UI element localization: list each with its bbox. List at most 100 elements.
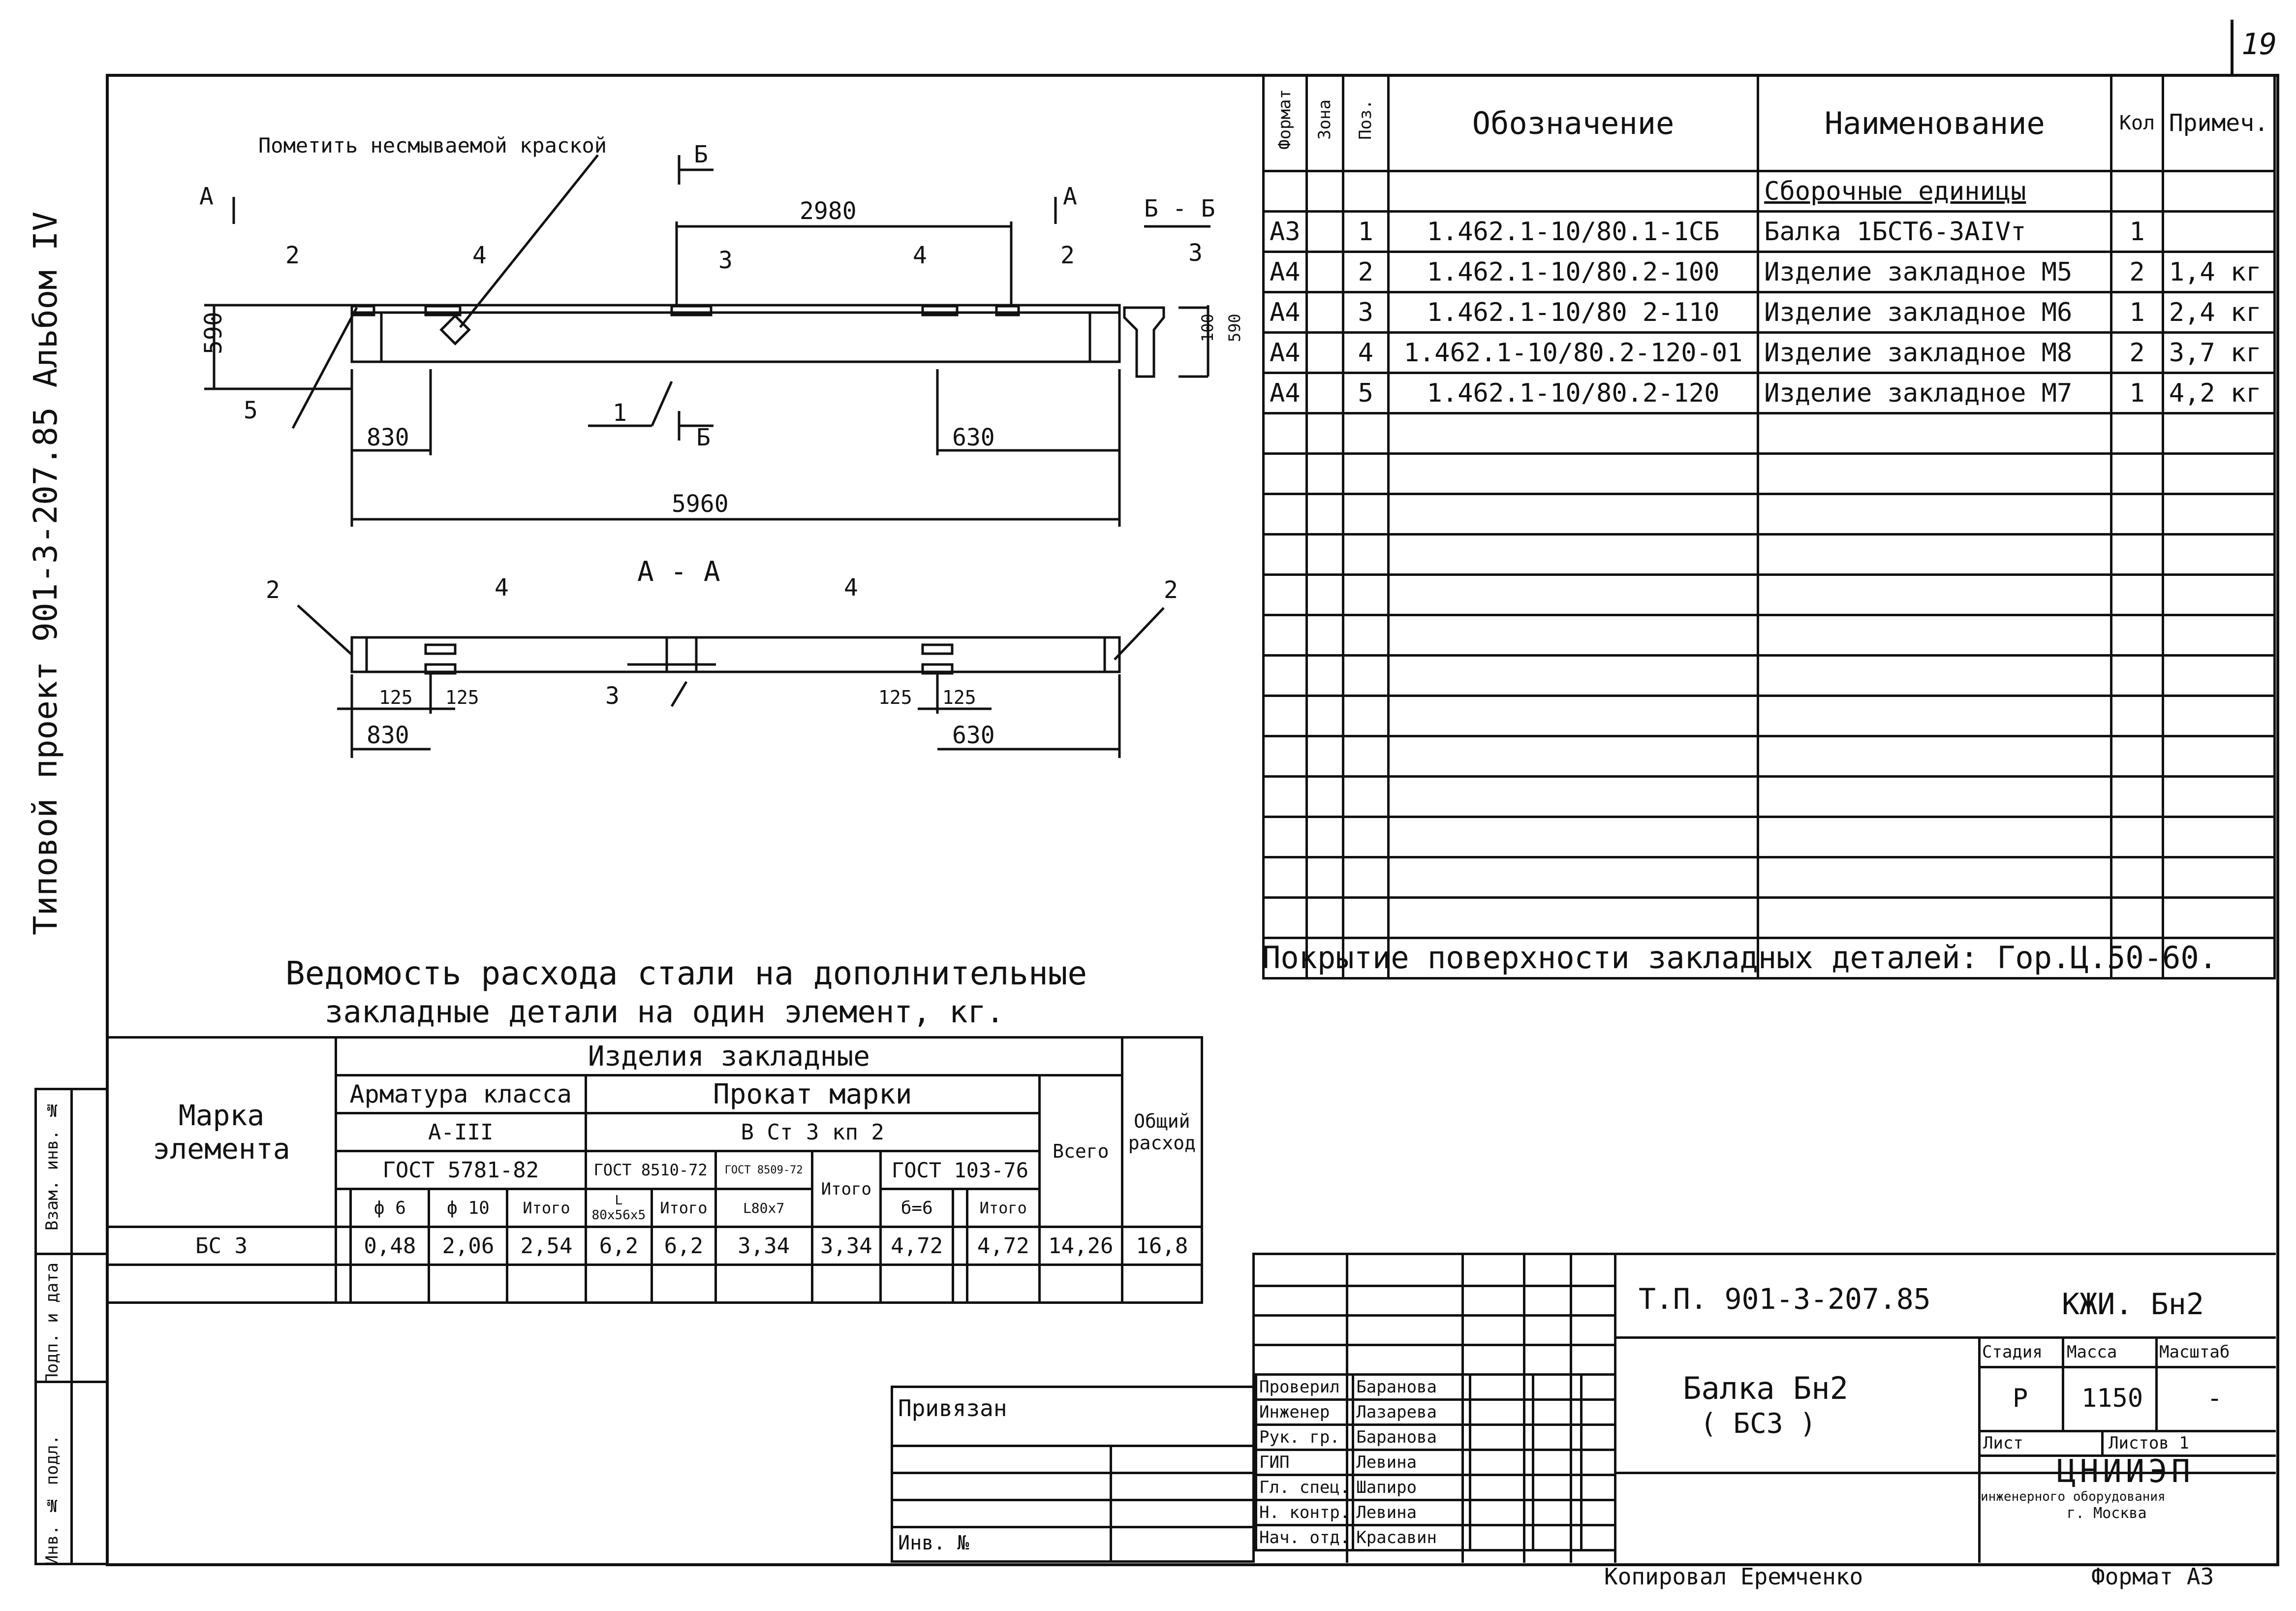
pos-4-right: 4 [913, 242, 927, 269]
bound-block: Привязан Инв. № [891, 1386, 1255, 1563]
table-row [1262, 937, 2276, 979]
table-row [1262, 533, 2276, 576]
side-caption: Типовой проект 901-3-207.85 Альбом IV [27, 211, 64, 935]
dim-630-plan: 630 [952, 722, 995, 749]
pos-1: 1 [613, 399, 627, 427]
scale-value: - [2207, 1384, 2223, 1413]
table-row: Рук. гр.Баранова [1254, 1423, 1616, 1451]
table-row [1262, 695, 2276, 737]
table-row: Гл. спец.Шапиро [1254, 1474, 1616, 1501]
pos-3-bb: 3 [1188, 239, 1203, 267]
sig-name: Красавин [1352, 1524, 1472, 1551]
beam-drawing: Пометить несмываемой краской А А Б Б Б -… [199, 133, 1244, 758]
hdr-overall: Общий расход [1120, 1036, 1204, 1228]
sec-a-right: А [1063, 183, 1077, 210]
sig-name: Баранова [1352, 1423, 1472, 1451]
cell-qty: 1 [2110, 372, 2164, 414]
sub-l80x56: L 80х56х5 [584, 1188, 653, 1228]
cell-designation: 1.462.1-10/80.1-1СБ [1387, 210, 1760, 253]
table-row: Сборочные единицы [1262, 170, 2276, 213]
pos-4-plan-left: 4 [495, 574, 509, 601]
pos-2-left: 2 [285, 242, 300, 269]
cell-qty: 2 [2110, 251, 2164, 293]
hdr-designation: Обозначение [1387, 74, 1760, 172]
sheets-label: Листов 1 [2109, 1433, 2189, 1453]
bound-label: Привязан [898, 1395, 1007, 1421]
sub-itogo-2: Итого [651, 1188, 717, 1228]
sheet-label: Лист [1983, 1433, 2023, 1453]
sig-name: Шапиро [1352, 1474, 1472, 1501]
sig-role: ГИП [1254, 1449, 1355, 1476]
table-row [106, 1264, 1204, 1304]
row-d10: 2,06 [428, 1226, 509, 1266]
cell-name: Изделие закладное М7 [1757, 372, 2113, 414]
cell-qty: 1 [2110, 291, 2164, 334]
sig-name: Левина [1352, 1499, 1472, 1526]
steel-title-1: Ведомость расхода стали на дополнительны… [285, 954, 1087, 992]
sig-role: Инженер [1254, 1398, 1355, 1426]
hdr-itogo-a: Итого [810, 1150, 882, 1228]
stamp-sign-date: Подп. и дата [42, 1263, 62, 1384]
org-name: ЦНИИЭП [2057, 1453, 2195, 1490]
cell-pos: 2 [1341, 251, 1390, 293]
cell-note [2161, 210, 2276, 253]
row-overall: 16,8 [1120, 1226, 1204, 1266]
cell-format: А4 [1262, 331, 1308, 374]
steel-title-2: закладные детали на один элемент, кг. [325, 994, 1005, 1030]
doc-code: Т.П. 901-3-207.85 [1639, 1282, 1931, 1316]
hdr-format: Формат [1275, 89, 1295, 150]
cell-note: 3,7 кг [2161, 331, 2276, 374]
sig-name: Баранова [1352, 1373, 1472, 1401]
hdr-name: Наименование [1757, 74, 2113, 172]
sec-b-top: Б [694, 141, 708, 168]
mass-value: 1150 [2081, 1384, 2143, 1413]
stamp-inv-orig: Инв. № подл. [42, 1435, 62, 1566]
steel-table: Марка элемента Изделия закладные Общий р… [106, 1036, 1204, 1304]
table-row [1262, 493, 2276, 536]
sig-role: Гл. спец. [1254, 1474, 1355, 1501]
pos-2-plan-right: 2 [1164, 576, 1178, 604]
sub-itogo-4: Итого [965, 1188, 1041, 1228]
sub-l80x7: L80х7 [714, 1188, 813, 1228]
hdr-pos: Поз. [1356, 99, 1376, 140]
coating-note: Покрытие поверхности закладных деталей: … [1262, 940, 2218, 976]
row-mark: БС 3 [106, 1226, 337, 1266]
gost-8510: ГОСТ 8510-72 [584, 1150, 717, 1190]
dim-125-b: 125 [445, 687, 479, 708]
page-number-box [2231, 20, 2278, 74]
drawing-note: Пометить несмываемой краской [258, 133, 607, 158]
cell-pos: 5 [1341, 372, 1390, 414]
dim-830-plan: 830 [367, 722, 409, 749]
drawing-subtitle: ( БС3 ) [1700, 1408, 1817, 1440]
specification-table: Формат Зона Поз. Обозначение Наименовани… [1262, 74, 2276, 979]
cell-designation: 1.462.1-10/80.2-100 [1387, 251, 1760, 293]
cell-format: А3 [1262, 210, 1308, 253]
section-title: Сборочные единицы [1757, 170, 2113, 213]
org-name-2: инженерного оборудования [1981, 1489, 2166, 1504]
pos-2-plan-left: 2 [266, 576, 280, 604]
armature-gost: ГОСТ 5781-82 [335, 1150, 587, 1190]
table-row: БС 3 0,48 2,06 2,54 6,2 6,2 3,34 3,34 4,… [106, 1226, 1204, 1266]
table-row [1262, 775, 2276, 818]
hdr-armature: Арматура класса [335, 1074, 587, 1114]
row-l80x7: 3,34 [714, 1226, 813, 1266]
cell-designation: 1.462.1-10/80 2-110 [1387, 291, 1760, 334]
sub-b6: б=6 [879, 1188, 955, 1228]
dim-100: 100 [1198, 314, 1217, 342]
table-row: А4 5 1.462.1-10/80.2-120 Изделие закладн… [1262, 372, 2276, 414]
pos-3: 3 [718, 247, 733, 274]
sub-d6: ф 6 [349, 1188, 431, 1228]
dim-630: 630 [952, 424, 995, 451]
row-itogo3: 3,34 [810, 1226, 882, 1266]
stage-label: Стадия [1982, 1342, 2043, 1362]
cell-format: А4 [1262, 372, 1308, 414]
table-row [1262, 614, 2276, 657]
row-total: 14,26 [1038, 1226, 1123, 1266]
pos-5: 5 [244, 397, 258, 424]
dim-125-a: 125 [379, 687, 413, 708]
sec-a-left: А [199, 183, 214, 210]
